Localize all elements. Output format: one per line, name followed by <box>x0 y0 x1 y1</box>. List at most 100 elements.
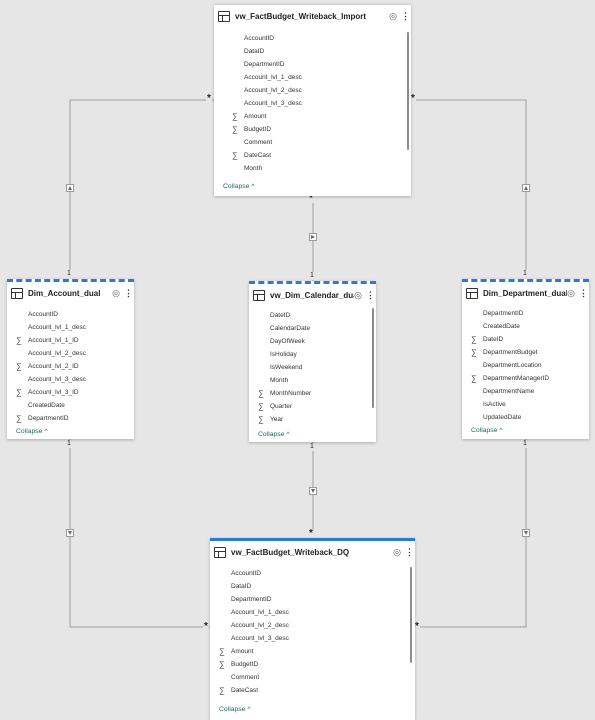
field-row[interactable]: DepartmentName <box>462 385 589 398</box>
scrollbar[interactable] <box>410 567 412 663</box>
field-row[interactable]: ∑BudgetID <box>210 658 415 671</box>
field-row[interactable]: Comment <box>214 136 411 149</box>
filter-direction-arrow-icon[interactable] <box>522 184 530 192</box>
field-row[interactable]: DepartmentID <box>210 593 415 606</box>
field-name: CreatedDate <box>28 402 65 409</box>
eye-icon[interactable]: ◎ <box>389 10 397 21</box>
field-row[interactable]: ∑Account_lvl_3_ID <box>7 386 134 399</box>
field-row[interactable]: ∑DateCast <box>210 684 415 697</box>
field-row[interactable]: IsWeekend <box>249 361 376 374</box>
field-row[interactable]: ∑DepartmentManagerID <box>462 372 589 385</box>
field-row[interactable]: Account_lvl_3_desc <box>214 97 411 110</box>
field-name: Account_lvl_3_desc <box>28 376 86 383</box>
field-row[interactable]: DateID <box>249 309 376 322</box>
field-row[interactable]: Month <box>249 374 376 387</box>
scrollbar[interactable] <box>372 308 374 408</box>
field-row[interactable]: DepartmentID <box>214 58 411 71</box>
field-name: BudgetID <box>244 126 272 133</box>
field-row[interactable]: ∑Year <box>249 413 376 426</box>
table-header[interactable]: vw_FactBudget_Writeback_Import ◎ ⋮ <box>214 5 411 27</box>
field-row[interactable]: ∑DepartmentID <box>7 412 134 425</box>
field-row[interactable]: ∑DateID <box>462 333 589 346</box>
field-row[interactable]: ∑ BudgetID <box>214 123 411 136</box>
table-title: Dim_Account_dual <box>28 288 101 298</box>
collapse-link[interactable]: Collapse ^ <box>258 431 290 438</box>
filter-direction-arrow-icon[interactable] <box>309 233 317 241</box>
field-row[interactable]: Account_lvl_1_desc <box>214 71 411 84</box>
field-row[interactable]: Account_lvl_3_desc <box>210 632 415 645</box>
field-row[interactable]: ∑DepartmentBudget <box>462 346 589 359</box>
collapse-link[interactable]: Collapse ^ <box>471 427 503 434</box>
eye-icon[interactable]: ◎ <box>112 287 120 298</box>
field-row[interactable]: DataID <box>210 580 415 593</box>
table-header[interactable]: Dim_Department_dual ◎ ⋮ <box>462 282 589 304</box>
sigma-icon: ∑ <box>232 125 238 134</box>
field-name: DepartmentLocation <box>483 362 542 369</box>
field-row[interactable]: DepartmentLocation <box>462 359 589 372</box>
eye-icon[interactable]: ◎ <box>567 287 575 298</box>
field-name: Account_lvl_3_desc <box>244 100 302 107</box>
field-row[interactable]: Month <box>214 162 411 175</box>
field-row[interactable]: Comment <box>210 671 415 684</box>
field-row[interactable]: CreatedDate <box>462 320 589 333</box>
field-row[interactable]: ∑Quarter <box>249 400 376 413</box>
collapse-link[interactable]: Collapse ^ <box>219 706 251 713</box>
table-icon <box>214 546 226 558</box>
table-header[interactable]: vw_FactBudget_Writeback_DQ ◎ ⋮ <box>210 541 415 563</box>
field-row[interactable]: CalendarDate <box>249 322 376 335</box>
table-header[interactable]: Dim_Account_dual ◎ ⋮ <box>7 282 134 304</box>
filter-direction-arrow-icon[interactable] <box>66 184 74 192</box>
field-row[interactable]: DepartmentID <box>462 307 589 320</box>
sigma-icon: ∑ <box>258 415 264 424</box>
scrollbar[interactable] <box>407 32 409 150</box>
collapse-link[interactable]: Collapse ^ <box>223 183 255 190</box>
rel-department-dq-one: 1 <box>522 440 528 448</box>
field-name: Amount <box>244 113 267 120</box>
field-row[interactable]: AccountID <box>7 308 134 321</box>
field-row[interactable]: Account_lvl_2_desc <box>210 619 415 632</box>
table-title: vw_FactBudget_Writeback_Import <box>235 11 366 21</box>
field-row[interactable]: ∑Account_lvl_2_ID <box>7 360 134 373</box>
field-row[interactable]: IsActive <box>462 398 589 411</box>
field-row[interactable]: CreatedDate <box>7 399 134 412</box>
more-options-icon[interactable]: ⋮ <box>579 287 588 298</box>
more-options-icon[interactable]: ⋮ <box>405 546 414 557</box>
eye-icon[interactable]: ◎ <box>393 546 401 557</box>
field-name: Account_lvl_3_ID <box>28 389 79 396</box>
more-options-icon[interactable]: ⋮ <box>124 287 133 298</box>
field-row[interactable]: ∑Amount <box>210 645 415 658</box>
field-row[interactable]: ∑ Account_lvl_1_ID <box>7 334 134 347</box>
more-options-icon[interactable]: ⋮ <box>401 10 410 21</box>
rel-calendar-many: * <box>308 193 314 204</box>
filter-direction-arrow-icon[interactable] <box>66 529 74 537</box>
rel-account-one: 1 <box>66 270 72 278</box>
field-row[interactable]: Account_lvl_1_desc <box>210 606 415 619</box>
field-row[interactable]: ∑DateCast <box>214 149 411 162</box>
field-row[interactable]: Account_lvl_2_desc <box>7 347 134 360</box>
collapse-link[interactable]: Collapse ^ <box>16 428 48 435</box>
field-row[interactable]: Account_lvl_2_desc <box>214 84 411 97</box>
field-name: Account_lvl_1_ID <box>28 337 79 344</box>
field-row[interactable]: DataID <box>214 45 411 58</box>
field-row[interactable]: IsHoliday <box>249 348 376 361</box>
table-header[interactable]: vw_Dim_Calendar_dual ◎ ⋮ <box>249 284 376 306</box>
field-row[interactable]: AccountID <box>210 567 415 580</box>
table-card-import[interactable]: vw_FactBudget_Writeback_Import ◎ ⋮ Accou… <box>214 4 411 196</box>
field-row[interactable]: ∑MonthNumber <box>249 387 376 400</box>
field-row[interactable]: UpdatedDate <box>462 411 589 424</box>
field-row[interactable]: ∑Amount <box>214 110 411 123</box>
field-row[interactable]: Account_lvl_1_desc <box>7 321 134 334</box>
table-icon <box>253 289 265 301</box>
filter-direction-arrow-icon[interactable] <box>522 529 530 537</box>
field-row[interactable]: DayOfWeek <box>249 335 376 348</box>
more-options-icon[interactable]: ⋮ <box>366 289 375 300</box>
table-card-dq[interactable]: vw_FactBudget_Writeback_DQ ◎ ⋮ AccountID… <box>210 538 415 720</box>
eye-icon[interactable]: ◎ <box>354 289 362 300</box>
filter-direction-arrow-icon[interactable] <box>309 487 317 495</box>
sigma-icon: ∑ <box>16 336 22 345</box>
field-row[interactable]: AccountID <box>214 32 411 45</box>
field-row[interactable]: Account_lvl_3_desc <box>7 373 134 386</box>
